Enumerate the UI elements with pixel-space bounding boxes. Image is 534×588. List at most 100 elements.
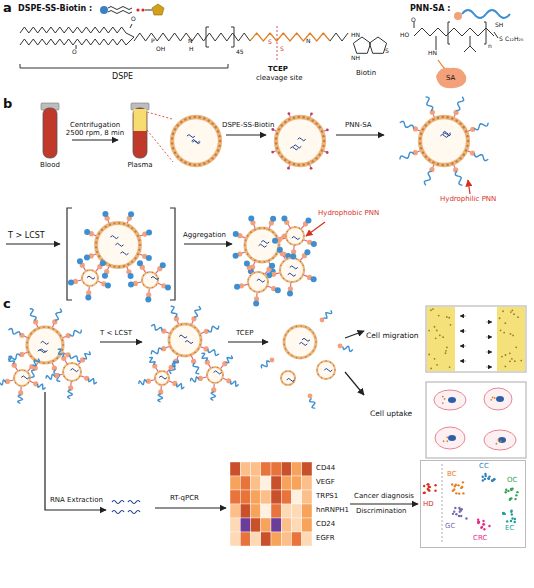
lipid-head <box>172 350 174 352</box>
atom-label: 45 <box>236 49 244 56</box>
lipid-head <box>312 350 314 352</box>
heatmap-cell <box>271 518 281 532</box>
ring <box>353 37 370 53</box>
streptavidin <box>270 358 275 363</box>
scatter-dot <box>516 491 518 493</box>
lipid-head <box>184 118 186 120</box>
scatter-dot <box>511 517 513 519</box>
scatter-dot <box>505 491 507 493</box>
pnn-chain <box>9 329 20 335</box>
scatter-dot <box>460 508 462 510</box>
pnn-chain <box>400 152 414 159</box>
divider <box>442 464 443 544</box>
linker-chain <box>250 33 330 41</box>
group-label: EC <box>505 525 514 533</box>
dspe-bracket <box>20 64 228 68</box>
lipid-head <box>287 258 288 259</box>
scatter-dot <box>488 475 490 477</box>
arrow <box>184 243 232 244</box>
group-label: CC <box>479 463 489 471</box>
lipid-head <box>206 374 207 375</box>
annotation: DSPE-SS-Biotin : <box>18 5 92 14</box>
heatmap-cell <box>281 462 291 476</box>
streptavidin <box>205 360 210 365</box>
lipid-head <box>283 278 284 279</box>
tail-icon <box>108 11 132 14</box>
lipid-head <box>291 327 293 329</box>
lipid-head <box>134 231 136 233</box>
heatmap-cell <box>230 476 240 490</box>
lipid-head <box>323 140 325 142</box>
uptake-dot <box>497 439 499 441</box>
scatter-dot <box>477 521 479 523</box>
biotin <box>310 112 313 115</box>
lipid-head <box>288 118 290 120</box>
lipid-head <box>180 159 182 161</box>
rna <box>302 338 310 341</box>
lipid-head <box>325 378 326 379</box>
collapsed-pnn <box>253 300 259 306</box>
pnn-fragment <box>308 394 315 409</box>
lipid-head <box>189 163 191 165</box>
lipid-head <box>322 135 324 137</box>
arrow <box>226 134 266 135</box>
lipid-head <box>168 342 170 344</box>
scatter-dot <box>434 484 436 486</box>
lipid-head <box>318 374 319 375</box>
lipid-head <box>214 154 216 156</box>
streptavidin <box>308 394 313 399</box>
bond <box>330 33 348 41</box>
lipid-head <box>283 261 284 262</box>
lipid-head <box>282 381 283 382</box>
scatter-dot <box>458 507 460 509</box>
lipid-head <box>96 251 98 253</box>
lipid-head <box>71 362 72 363</box>
pnn-chain <box>33 359 39 366</box>
lipid-head <box>303 235 304 236</box>
membrane <box>286 227 304 245</box>
lipid-head <box>266 286 267 287</box>
lipid-head <box>56 357 58 359</box>
rna <box>185 341 193 344</box>
vesicle <box>9 309 82 382</box>
scatter-dot <box>491 479 493 481</box>
collapsed-pnn <box>84 229 90 235</box>
lipid-head <box>180 121 182 123</box>
lipid-head <box>250 275 251 276</box>
lipid-head <box>420 133 422 135</box>
lipid-head <box>300 357 302 359</box>
lipid-head <box>134 257 136 259</box>
amide <box>436 36 437 50</box>
atom-label: N <box>188 38 193 45</box>
lipid-head <box>330 377 331 378</box>
lipid-head <box>219 140 221 142</box>
lipid-head <box>322 145 324 147</box>
uptake-dot <box>494 397 496 399</box>
membrane <box>276 117 324 165</box>
uptake-dot <box>442 402 444 404</box>
rna <box>71 369 79 372</box>
lipid-head <box>159 371 160 372</box>
lipid-head <box>283 344 285 346</box>
heatmap-cell <box>261 490 271 504</box>
scatter-dot <box>504 513 506 515</box>
uptake-dot <box>500 441 502 443</box>
arrow <box>345 372 364 395</box>
lipid-head <box>64 376 65 377</box>
collapsed-pnn <box>84 255 90 261</box>
plasma-tube <box>133 108 147 158</box>
lipid-head <box>318 365 319 366</box>
lipid-head <box>300 278 301 279</box>
lipid-head <box>92 270 93 271</box>
migration-frame <box>426 306 526 372</box>
migration-arrow <box>486 367 492 368</box>
atom-label: OH <box>156 46 165 53</box>
cell-dot <box>436 330 438 332</box>
collapsed-pnn <box>68 279 74 285</box>
migration-arrow <box>460 316 466 317</box>
lipid-head <box>451 117 453 119</box>
lipid-tail <box>20 27 126 33</box>
lipid-head <box>171 137 173 139</box>
rna <box>214 371 222 374</box>
lipid-head <box>248 279 249 280</box>
